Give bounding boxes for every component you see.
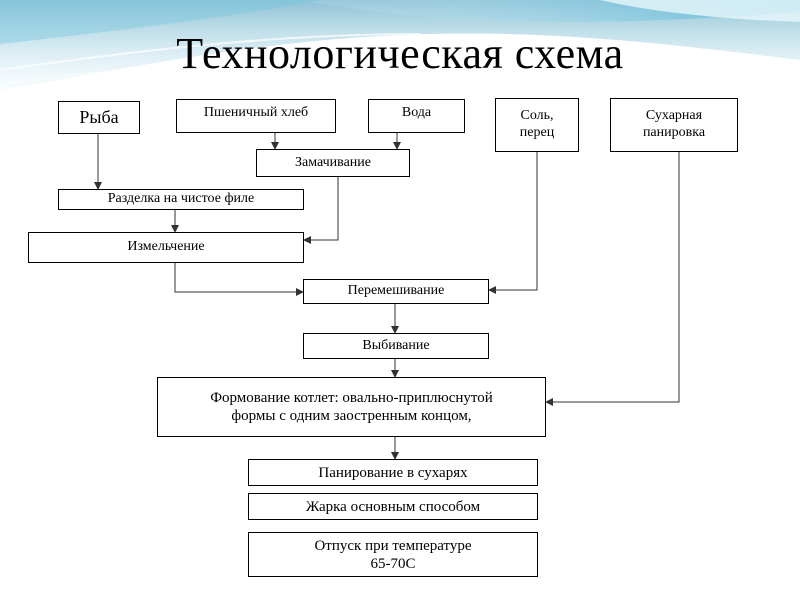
step-breading: Панирование в сухарях bbox=[248, 459, 538, 486]
step-bread-label: Пшеничный хлеб bbox=[203, 105, 309, 120]
step-serving-line-1: Отпуск при температуре bbox=[314, 537, 472, 554]
step-beating-label: Выбивание bbox=[362, 337, 430, 353]
step-filleting-label: Разделка на чистое филе bbox=[107, 191, 255, 207]
step-salt-pepper-line-1: Соль, bbox=[520, 108, 554, 124]
step-salt-pepper-line-2: перец bbox=[519, 125, 555, 140]
step-beating: Выбивание bbox=[303, 333, 489, 359]
step-water-label: Вода bbox=[401, 105, 432, 120]
step-bread: Пшеничный хлеб bbox=[176, 99, 336, 133]
step-grinding: Измельчение bbox=[28, 232, 304, 263]
page-title: Технологическая схема bbox=[176, 29, 624, 78]
step-filleting: Разделка на чистое филе bbox=[58, 189, 304, 210]
step-fish-label: Рыба bbox=[79, 106, 119, 127]
step-serving: Отпуск при температуре 65-70С bbox=[248, 532, 538, 577]
connector-salt-mixing bbox=[488, 152, 538, 294]
step-fish: Рыба bbox=[58, 101, 140, 134]
step-mixing-label: Перемешивание bbox=[347, 283, 445, 299]
step-forming: Формование котлет: овально-приплюснутой … bbox=[157, 377, 546, 437]
connector-grinding-mixing bbox=[174, 263, 304, 296]
step-frying: Жарка основным способом bbox=[248, 493, 538, 520]
step-soaking-label: Замачивание bbox=[294, 154, 371, 170]
step-breadcrumbs: Сухарная панировка bbox=[610, 98, 738, 152]
step-forming-line-1: Формование котлет: овально-приплюснутой bbox=[210, 390, 493, 406]
step-mixing: Перемешивание bbox=[303, 279, 489, 304]
step-water: Вода bbox=[368, 99, 465, 133]
step-salt-pepper: Соль, перец bbox=[495, 98, 579, 152]
step-breadcrumbs-line-1: Сухарная bbox=[645, 108, 703, 124]
step-forming-line-2: формы с одним заостренным концом, bbox=[231, 408, 472, 424]
step-breading-label: Панирование в сухарях bbox=[318, 464, 468, 481]
step-grinding-label: Измельчение bbox=[127, 239, 205, 255]
step-soaking: Замачивание bbox=[256, 149, 410, 177]
step-serving-line-2: 65-70С bbox=[370, 555, 416, 572]
connector-soaking-grinding bbox=[303, 177, 339, 244]
step-frying-label: Жарка основным способом bbox=[305, 498, 481, 515]
step-breadcrumbs-line-2: панировка bbox=[642, 125, 706, 140]
connector-breadcrumbs-forming bbox=[545, 152, 680, 406]
